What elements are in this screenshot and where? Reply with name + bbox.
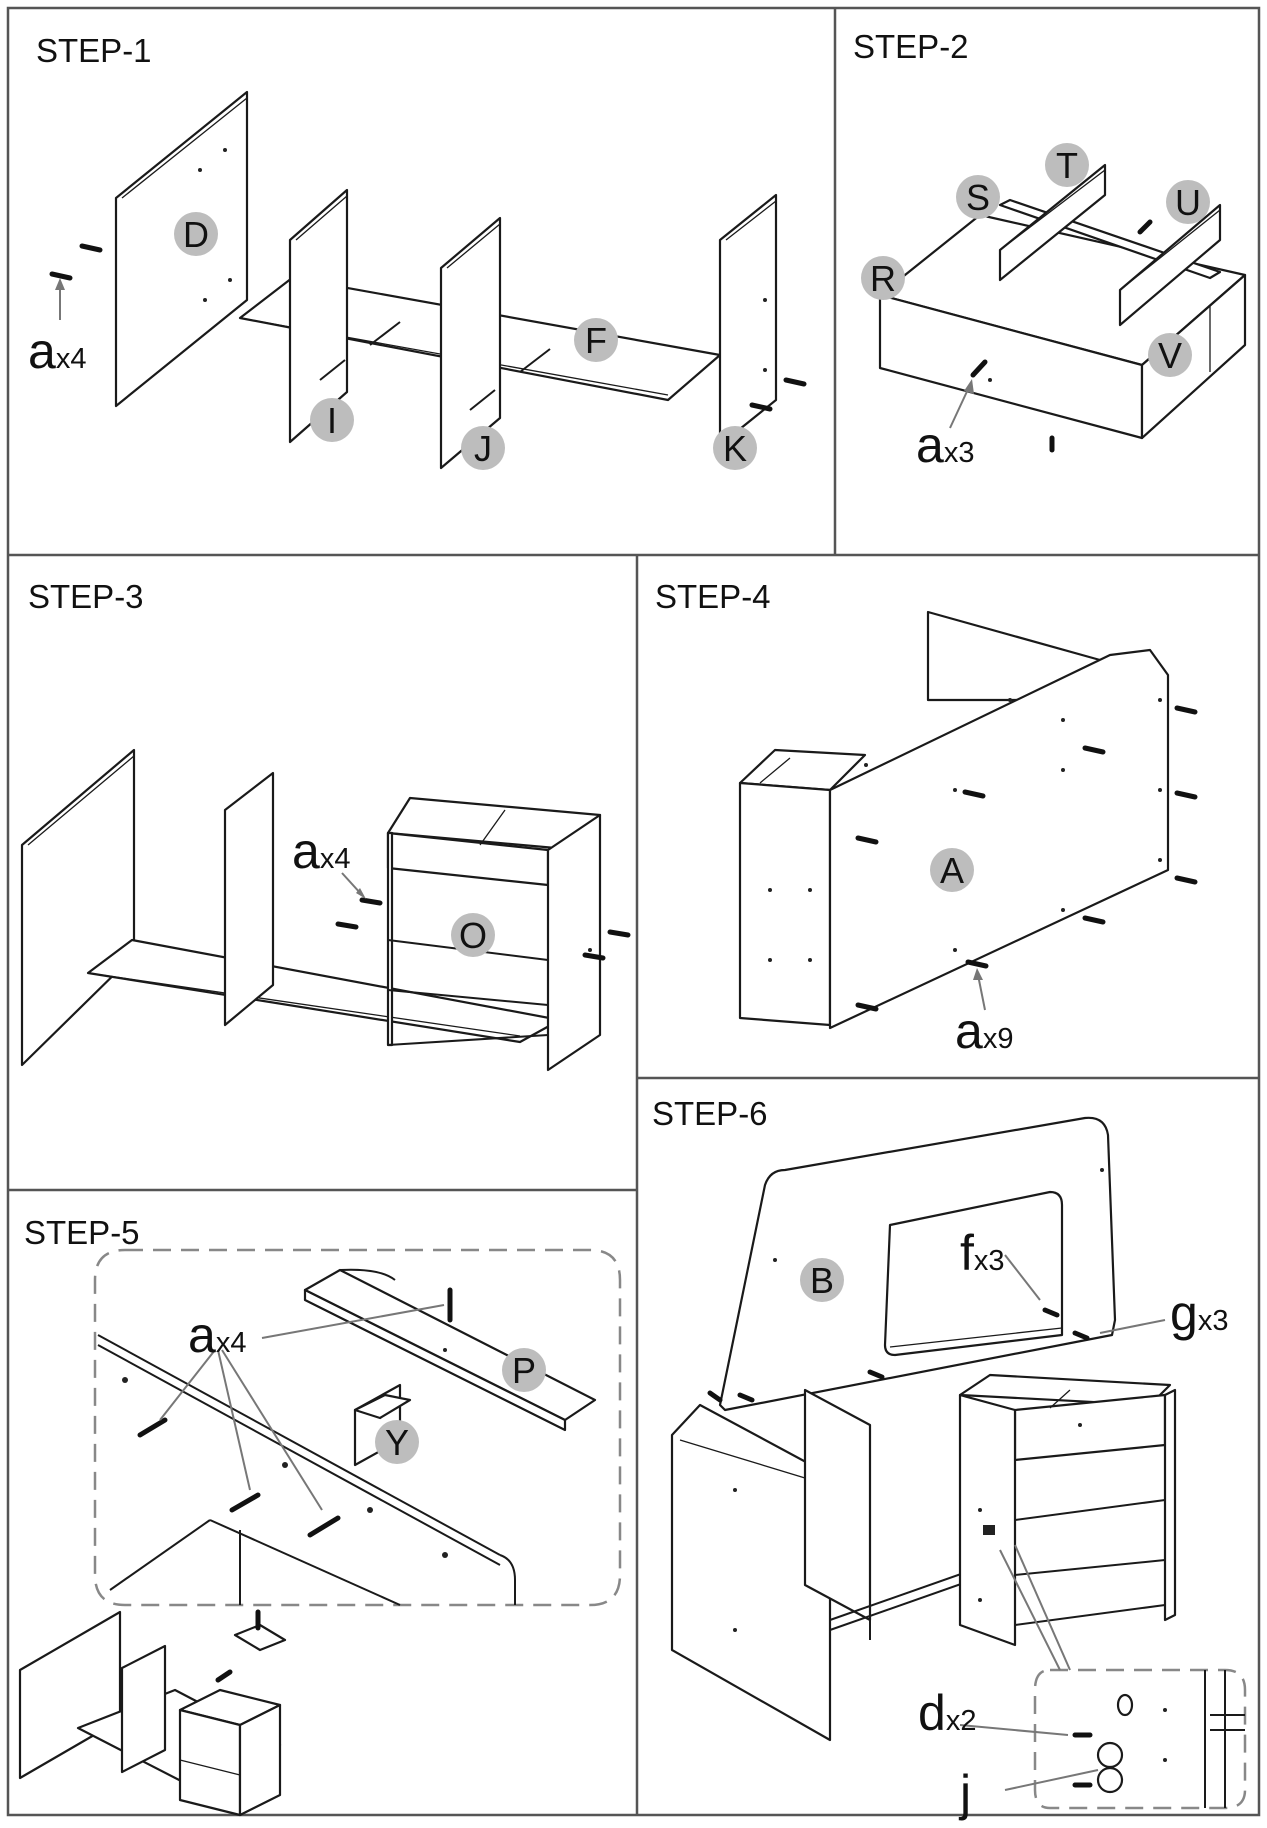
svg-text:dx2: dx2 [918, 1685, 976, 1741]
svg-text:U: U [1175, 182, 1201, 223]
step-2-screws [970, 219, 1153, 453]
svg-text:D: D [183, 214, 209, 255]
step-2-part-badge-R: R [861, 256, 905, 300]
step-6-screws [707, 1307, 1090, 1403]
svg-text:S: S [966, 177, 990, 218]
step-5-zoom-parts [97, 1268, 597, 1606]
step-1-hardware-callout: ax4 [28, 323, 86, 379]
step-5-hardware-callout: ax4 [188, 1307, 246, 1363]
svg-text:T: T [1056, 145, 1078, 186]
svg-text:ax4: ax4 [188, 1307, 246, 1363]
step-4-screws [855, 705, 1198, 1012]
step-1-part-badge-J: J [461, 426, 505, 470]
step-6-parts [670, 1116, 1177, 1742]
step-5-screws [137, 1287, 453, 1538]
panel-grid [6, 6, 1261, 1817]
step-2-arrow [949, 384, 971, 429]
svg-text:P: P [512, 1350, 536, 1391]
step-2-part-badge-V: V [1148, 333, 1192, 377]
svg-text:R: R [870, 258, 896, 299]
svg-text:fx3: fx3 [960, 1225, 1005, 1281]
step-2-panel: STEP-2 ax3 T [853, 28, 1247, 473]
step-5-arrows [159, 1304, 445, 1511]
step-1-part-badge-F: F [574, 318, 618, 362]
step-2-hardware-callout: ax3 [916, 417, 974, 473]
step-6-zoom-parts [1072, 1670, 1245, 1808]
step-5-part-badge-Y: Y [375, 1420, 419, 1464]
step-3-part-badge-O: O [451, 913, 495, 957]
step-2-part-badge-S: S [956, 175, 1000, 219]
svg-text:A: A [940, 850, 964, 891]
step-4-parts [738, 610, 1170, 1030]
step-6-arrows [959, 1254, 1166, 1791]
step-2-title: STEP-2 [853, 28, 969, 65]
step-1-part-badge-K: K [713, 426, 757, 470]
step-6-title: STEP-6 [652, 1095, 768, 1132]
step-6-part-badge-B: B [800, 1258, 844, 1302]
step-1-part-badge-D: D [174, 212, 218, 256]
step-5-zoom-bubble [93, 1248, 622, 1607]
svg-text:J: J [474, 428, 492, 469]
svg-text:Y: Y [385, 1422, 409, 1463]
step-4-arrow [977, 974, 986, 1011]
step-5-part-badge-P: P [502, 1348, 546, 1392]
step-2-part-badge-U: U [1166, 180, 1210, 224]
svg-text:gx3: gx3 [1170, 1285, 1228, 1341]
step-4-title: STEP-4 [655, 578, 771, 615]
step-4-panel: STEP-4 [655, 578, 1198, 1059]
svg-text:ax9: ax9 [955, 1003, 1013, 1059]
svg-text:F: F [585, 320, 607, 361]
svg-text:V: V [1158, 335, 1182, 376]
svg-text:j: j [958, 1765, 971, 1821]
step-6-zoom-bubble [1033, 1668, 1247, 1810]
svg-text:I: I [327, 400, 337, 441]
step-5-panel: STEP-5 [18, 1214, 622, 1817]
step-3-parts [20, 748, 602, 1072]
step-4-hardware-callout: ax9 [955, 1003, 1013, 1059]
step-4-part-badge-A: A [930, 848, 974, 892]
step-1-part-badge-I: I [310, 398, 354, 442]
step-3-screws [335, 897, 631, 961]
step-2-part-badge-T: T [1045, 143, 1089, 187]
step-5-overview [18, 1609, 287, 1817]
step-6-panel: STEP-6 [652, 1095, 1247, 1821]
svg-text:ax4: ax4 [28, 323, 86, 379]
step-3-hardware-callout: ax4 [292, 823, 350, 879]
step-1-title: STEP-1 [36, 32, 152, 69]
step-6-hardware-callouts: fx3 gx3 dx2 j [918, 1225, 1228, 1821]
step-3-title: STEP-3 [28, 578, 144, 615]
svg-text:O: O [459, 915, 487, 956]
svg-text:ax4: ax4 [292, 823, 350, 879]
svg-text:K: K [723, 428, 747, 469]
step-2-parts [878, 163, 1247, 440]
svg-text:B: B [810, 1260, 834, 1301]
svg-text:ax3: ax3 [916, 417, 974, 473]
step-3-panel: STEP-3 [20, 578, 631, 1072]
step-1-parts [114, 90, 778, 470]
step-1-panel: STEP-1 [28, 32, 807, 470]
step-1-screws [49, 243, 807, 412]
step-5-title: STEP-5 [24, 1214, 140, 1251]
